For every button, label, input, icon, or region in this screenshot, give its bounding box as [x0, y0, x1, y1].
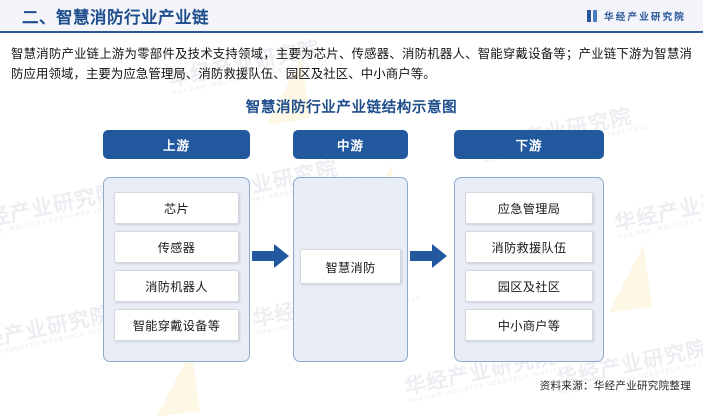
node-item[interactable]: 传感器: [114, 231, 239, 263]
node-list-upstream: 芯片 传感器 消防机器人 智能穿戴设备等: [114, 192, 239, 341]
right-arrow-icon: [410, 243, 448, 269]
value-chain-diagram: 上游 中游 下游 芯片 传感器 消防机器人 智能穿戴设备等 智慧消防 应急管理局…: [0, 130, 703, 385]
node-item[interactable]: 应急管理局: [465, 192, 593, 224]
brand-logo: 华经产业研究院: [587, 9, 686, 23]
book-mark-icon: [587, 9, 598, 22]
chart-title: 智慧消防行业产业链结构示意图: [245, 100, 458, 116]
page-title: 二、智慧消防行业产业链: [22, 8, 209, 27]
node-item[interactable]: 中小商户等: [465, 309, 593, 341]
node-item[interactable]: 园区及社区: [465, 270, 593, 302]
right-arrow-icon: [252, 243, 290, 269]
node-item[interactable]: 智能穿戴设备等: [114, 309, 239, 341]
node-item[interactable]: 消防机器人: [114, 270, 239, 302]
brand-name: 华经产业研究院: [604, 11, 686, 23]
panel-upstream: 芯片 传感器 消防机器人 智能穿戴设备等: [103, 177, 250, 362]
node-item[interactable]: 芯片: [114, 192, 239, 224]
node-item[interactable]: 智慧消防: [300, 249, 401, 284]
column-header-midstream[interactable]: 中游: [293, 130, 408, 159]
column-header-downstream[interactable]: 下游: [454, 130, 604, 159]
page-header: 二、智慧消防行业产业链 华经产业研究院: [0, 0, 703, 33]
intro-paragraph: 智慧消防产业链上游为零部件及技术支持领域，主要为芯片、传感器、消防机器人、智能穿…: [11, 47, 692, 81]
panel-downstream: 应急管理局 消防救援队伍 园区及社区 中小商户等: [454, 177, 604, 362]
node-item[interactable]: 消防救援队伍: [465, 231, 593, 263]
column-header-upstream[interactable]: 上游: [103, 130, 250, 159]
node-list-downstream: 应急管理局 消防救援队伍 园区及社区 中小商户等: [465, 192, 593, 341]
source-note: 资料来源：华经产业研究院整理: [539, 380, 691, 392]
panel-midstream: 智慧消防: [293, 177, 408, 362]
